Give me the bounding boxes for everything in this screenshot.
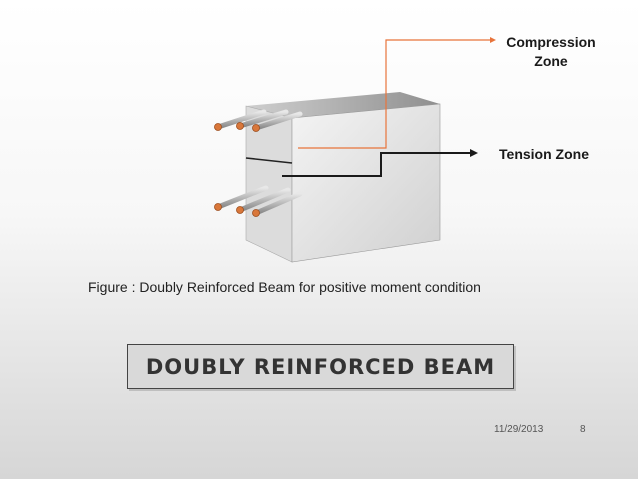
figure-caption: Figure : Doubly Reinforced Beam for posi… [88, 279, 481, 295]
compression-zone-label: Compression Zone [506, 34, 596, 69]
rebar-end-bottom-3 [252, 209, 260, 217]
tension-leader-arrow [470, 149, 478, 157]
top-rebars [214, 109, 303, 132]
slide-title: DOUBLY REINFORCED BEAM [145, 354, 496, 379]
rebar-top-1 [215, 109, 267, 130]
rebar-top-3 [253, 111, 303, 131]
tension-leader-line [282, 152, 470, 177]
rebar-end-top-3 [252, 124, 260, 132]
rebar-end-bottom-1 [214, 203, 222, 211]
beam-side-face [291, 103, 441, 263]
rebar-bottom-3 [253, 191, 303, 216]
rebar-bottom-2 [237, 187, 291, 213]
rebar-bottom-1 [215, 185, 269, 210]
footer-date: 11/29/2013 [494, 424, 544, 435]
neutral-axis-line [245, 157, 293, 164]
bottom-rebars [214, 185, 303, 217]
compression-leader-line [298, 39, 490, 149]
slide-title-box: DOUBLY REINFORCED BEAM [127, 344, 514, 389]
rebar-top-2 [237, 109, 289, 129]
tension-zone-label: Tension Zone [499, 146, 589, 162]
page-number: 8 [580, 424, 586, 435]
rebar-end-top-2 [236, 122, 244, 130]
rebar-end-top-1 [214, 123, 222, 131]
rebar-end-bottom-2 [236, 206, 244, 214]
beam-top-face [246, 92, 440, 118]
compression-leader-arrow [490, 37, 496, 43]
beam-body [245, 92, 441, 263]
